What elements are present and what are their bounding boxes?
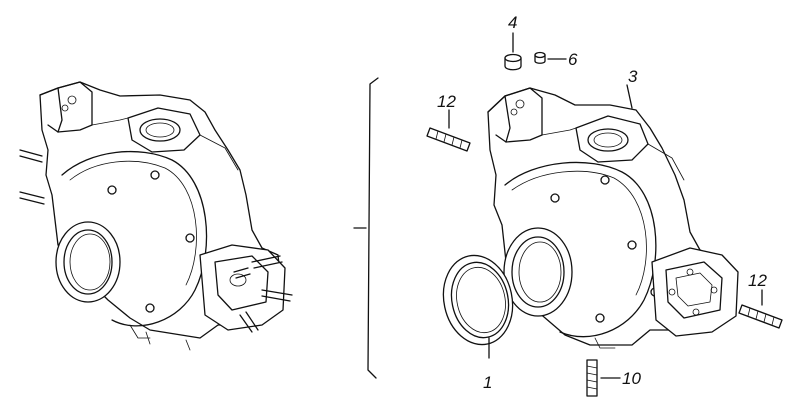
callout-12a: 12 <box>437 92 456 111</box>
plug-part-6 <box>534 51 546 64</box>
callout-12b: 12 <box>748 271 767 290</box>
callout-4: 4 <box>508 13 517 32</box>
callout-6: 6 <box>568 50 578 69</box>
housing-part-3 <box>487 87 739 349</box>
callout-10: 10 <box>622 369 641 388</box>
stud-part-12-upper <box>426 127 471 152</box>
plug-part-4 <box>504 53 522 71</box>
callout-3: 3 <box>628 67 638 86</box>
group-bracket <box>367 77 379 379</box>
seal-ring-part-1 <box>442 254 514 346</box>
stud-part-12-right <box>738 304 783 329</box>
leader-lines <box>448 32 763 379</box>
callout-1: 1 <box>483 373 492 392</box>
stud-part-10 <box>586 359 598 397</box>
assembled-housing <box>19 81 293 351</box>
